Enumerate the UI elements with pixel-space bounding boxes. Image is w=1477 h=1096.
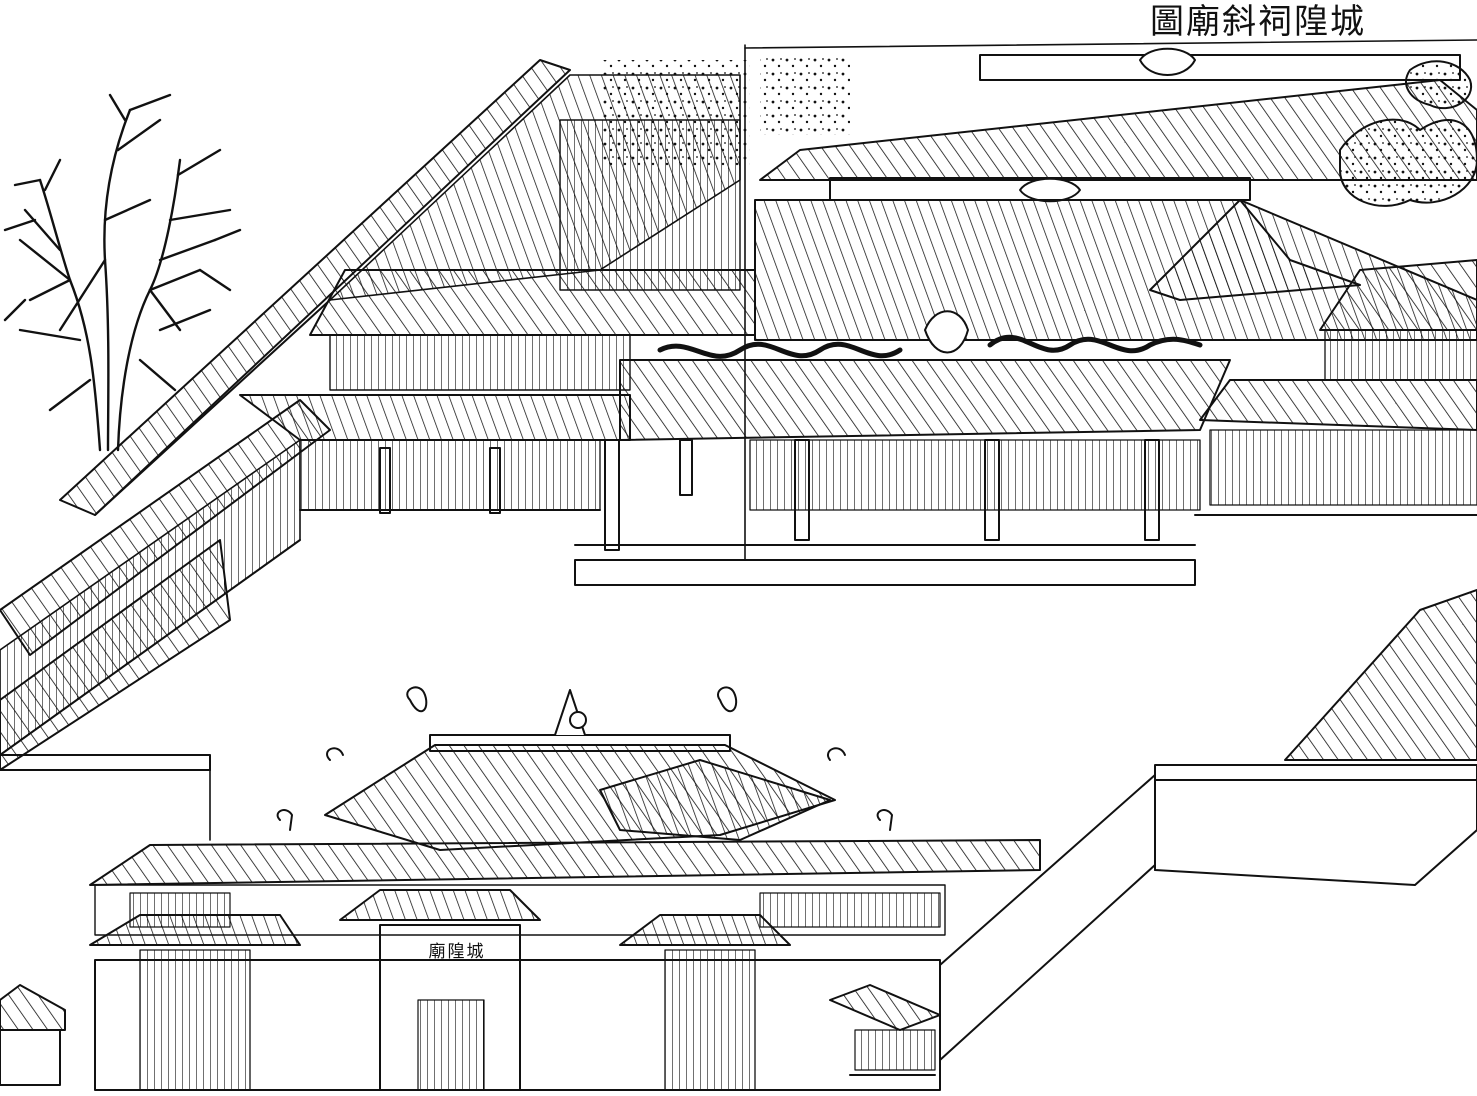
front-gate xyxy=(89,686,1041,1091)
gate-plaque: 廟隍城 xyxy=(428,942,486,962)
east-pavilion xyxy=(1149,199,1477,516)
illustration-title: 圖廟斜祠隍城 xyxy=(1150,2,1366,42)
tree xyxy=(3,93,242,452)
side-shed-left xyxy=(0,984,66,1086)
east-wing xyxy=(939,589,1477,1061)
courtyard-lines xyxy=(0,39,1477,841)
main-hall xyxy=(574,47,1477,586)
side-shed-right xyxy=(829,984,941,1076)
